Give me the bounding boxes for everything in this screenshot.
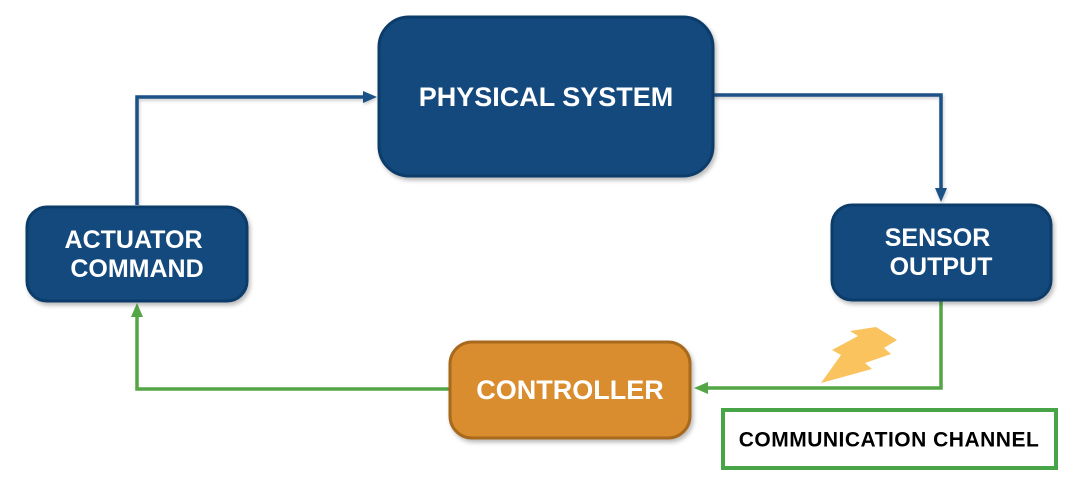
actuator-command-label: ACTUATOR COMMAND xyxy=(65,226,210,283)
lightning-bolt-icon xyxy=(821,327,897,383)
sensor-output-label: SENSOR OUTPUT xyxy=(885,224,998,281)
arrow-controller-to-actuator xyxy=(131,303,449,391)
actuator-command-node xyxy=(25,205,249,303)
arrow-physical-to-sensor xyxy=(714,93,947,202)
controller-label: CONTROLLER xyxy=(476,375,663,405)
sensor-output-node xyxy=(830,203,1053,302)
arrow-sensor-to-controller xyxy=(694,301,943,394)
physical-system-label: PHYSICAL SYSTEM xyxy=(419,82,674,112)
physical-system-node xyxy=(377,15,715,178)
controller-node xyxy=(448,340,692,440)
communication-channel-label: COMMUNICATION CHANNEL xyxy=(739,429,1040,452)
communication-channel-box xyxy=(721,408,1058,470)
arrow-actuator-to-physical xyxy=(135,91,377,205)
